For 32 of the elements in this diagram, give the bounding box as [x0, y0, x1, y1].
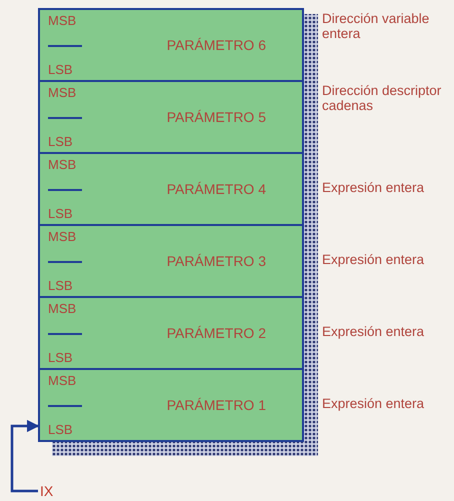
msb-label: MSB: [48, 301, 76, 316]
parameter-box: [38, 152, 304, 226]
parameter-description: Dirección descriptor cadenas: [322, 84, 442, 114]
parameter-description: Dirección variable entera: [322, 12, 430, 42]
parameter-label: PARÁMETRO 5: [166, 109, 266, 125]
parameter-box: [38, 8, 304, 82]
lsb-label: LSB: [48, 134, 73, 149]
parameter-box: [38, 224, 304, 298]
parameter-box: [38, 80, 304, 154]
lsb-label: LSB: [48, 278, 73, 293]
parameter-description: Expresión entera: [322, 181, 426, 196]
msb-label: MSB: [48, 373, 76, 388]
parameter-description: Expresión entera: [322, 325, 426, 340]
parameter-label: PARÁMETRO 1: [166, 397, 266, 413]
msb-label: MSB: [48, 13, 76, 28]
parameter-label: PARÁMETRO 3: [166, 253, 266, 269]
register-label: IX: [40, 483, 54, 499]
lsb-label: LSB: [48, 62, 73, 77]
lsb-label: LSB: [48, 206, 73, 221]
parameter-label: PARÁMETRO 2: [166, 325, 266, 341]
parameter-label: PARÁMETRO 4: [166, 181, 266, 197]
msb-label: MSB: [48, 229, 76, 244]
parameter-box: [38, 296, 304, 370]
msb-label: MSB: [48, 85, 76, 100]
arrow: [10, 420, 40, 492]
lsb-label: LSB: [48, 350, 73, 365]
parameter-description: Expresión entera: [322, 253, 426, 268]
parameter-box: [38, 368, 304, 442]
msb-label: MSB: [48, 157, 76, 172]
lsb-label: LSB: [48, 422, 73, 437]
parameter-label: PARÁMETRO 6: [166, 37, 266, 53]
parameter-description: Expresión entera: [322, 397, 426, 412]
